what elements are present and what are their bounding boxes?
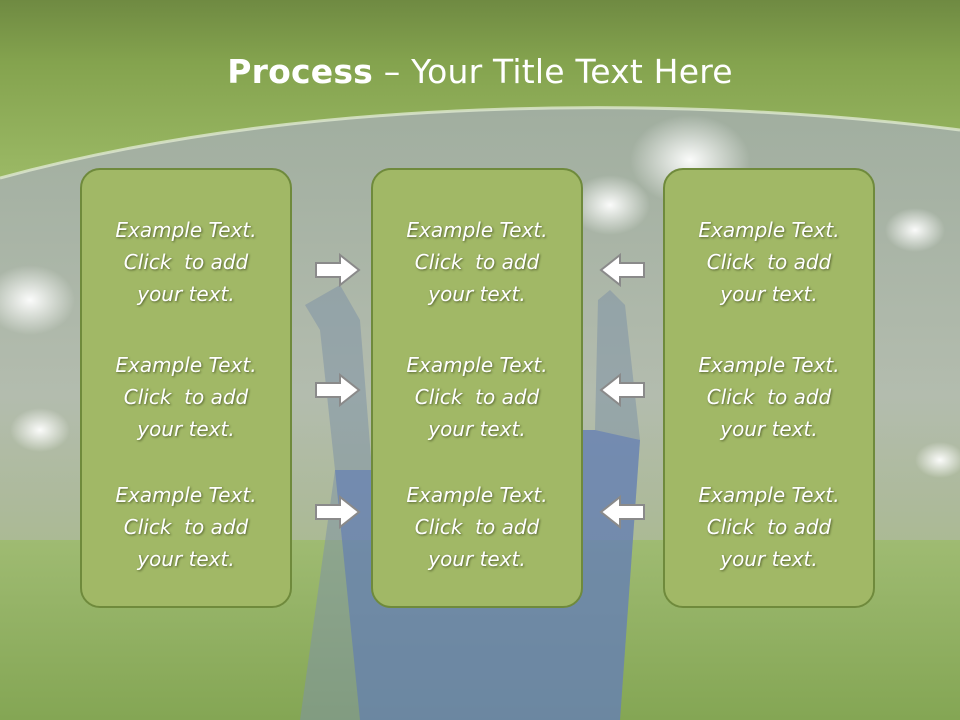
text-block[interactable]: Example Text. Click to add your text. bbox=[82, 479, 290, 575]
text-line: your text. bbox=[720, 282, 818, 306]
text-block[interactable]: Example Text. Click to add your text. bbox=[665, 214, 873, 310]
text-line: Click to add bbox=[706, 385, 832, 409]
text-line: your text. bbox=[137, 547, 235, 571]
text-line: your text. bbox=[137, 282, 235, 306]
right-arrow-icon bbox=[315, 372, 361, 408]
text-line: Example Text. bbox=[406, 483, 548, 507]
right-arrow-icon bbox=[315, 252, 361, 288]
text-block[interactable]: Example Text. Click to add your text. bbox=[373, 214, 581, 310]
text-line: Example Text. bbox=[115, 353, 257, 377]
left-arrow-icon bbox=[599, 494, 645, 530]
text-line: Click to add bbox=[123, 515, 249, 539]
text-line: Click to add bbox=[123, 385, 249, 409]
right-arrow-icon bbox=[315, 494, 361, 530]
text-line: Click to add bbox=[706, 515, 832, 539]
title-rest: – Your Title Text Here bbox=[373, 52, 733, 91]
text-line: Click to add bbox=[414, 385, 540, 409]
text-line: Example Text. bbox=[115, 218, 257, 242]
text-line: Click to add bbox=[706, 250, 832, 274]
text-line: your text. bbox=[428, 547, 526, 571]
slide-title[interactable]: Process – Your Title Text Here bbox=[0, 52, 960, 91]
text-line: Example Text. bbox=[406, 218, 548, 242]
process-box-center[interactable]: Example Text. Click to add your text. Ex… bbox=[371, 168, 583, 608]
text-block[interactable]: Example Text. Click to add your text. bbox=[665, 479, 873, 575]
text-line: your text. bbox=[720, 417, 818, 441]
text-line: Click to add bbox=[414, 515, 540, 539]
text-line: Example Text. bbox=[115, 483, 257, 507]
text-block[interactable]: Example Text. Click to add your text. bbox=[82, 349, 290, 445]
text-line: Example Text. bbox=[406, 353, 548, 377]
text-line: Click to add bbox=[123, 250, 249, 274]
text-line: your text. bbox=[428, 417, 526, 441]
left-arrow-icon bbox=[599, 372, 645, 408]
text-line: Example Text. bbox=[698, 218, 840, 242]
process-box-right[interactable]: Example Text. Click to add your text. Ex… bbox=[663, 168, 875, 608]
text-block[interactable]: Example Text. Click to add your text. bbox=[373, 479, 581, 575]
text-line: your text. bbox=[137, 417, 235, 441]
text-block[interactable]: Example Text. Click to add your text. bbox=[82, 214, 290, 310]
left-arrow-icon bbox=[599, 252, 645, 288]
text-block[interactable]: Example Text. Click to add your text. bbox=[665, 349, 873, 445]
text-line: your text. bbox=[428, 282, 526, 306]
text-line: Click to add bbox=[414, 250, 540, 274]
text-block[interactable]: Example Text. Click to add your text. bbox=[373, 349, 581, 445]
text-line: your text. bbox=[720, 547, 818, 571]
title-bold: Process bbox=[227, 52, 374, 91]
text-line: Example Text. bbox=[698, 353, 840, 377]
process-box-left[interactable]: Example Text. Click to add your text. Ex… bbox=[80, 168, 292, 608]
text-line: Example Text. bbox=[698, 483, 840, 507]
